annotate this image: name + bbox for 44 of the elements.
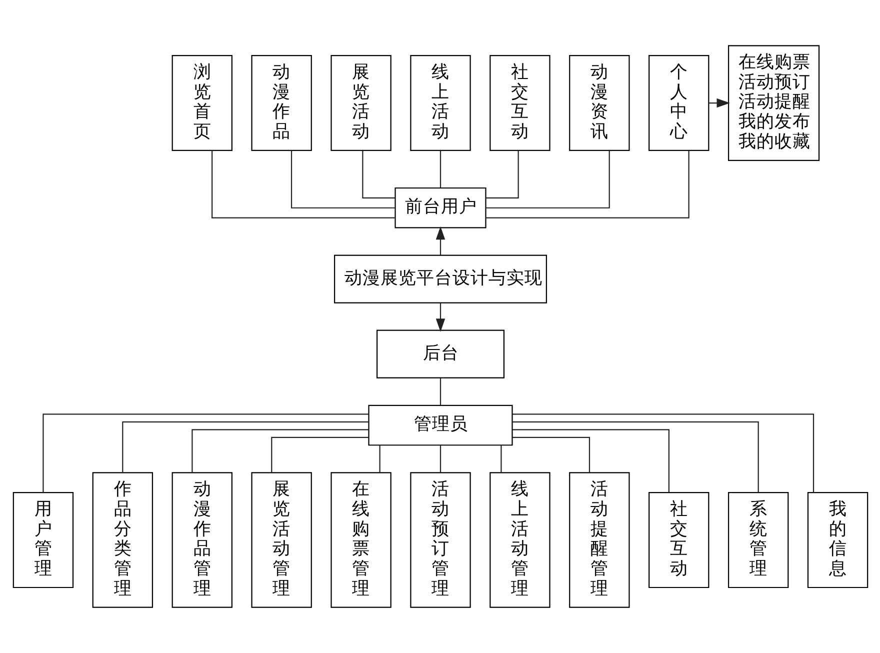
- connector: [485, 150, 518, 198]
- node-box: 作品分类管理: [92, 472, 153, 608]
- node-box: 社交互动: [648, 492, 709, 588]
- connector: [42, 414, 368, 492]
- node-box: 个人中心: [648, 55, 709, 152]
- arrow: [435, 226, 445, 255]
- node-box: 线上活动管理: [489, 472, 550, 608]
- connector: [512, 414, 814, 492]
- connector: [485, 150, 610, 208]
- node-box: 动漫作品: [250, 55, 312, 152]
- node-box: 线上活动: [410, 55, 470, 152]
- node-box: 活动提醒管理: [568, 472, 630, 608]
- node-box: 动漫作品管理: [171, 472, 232, 608]
- node-box: 展览活动管理: [250, 472, 312, 608]
- node-box: 动漫资讯: [568, 55, 630, 152]
- connector: [362, 150, 395, 198]
- connector: [512, 436, 590, 472]
- connector: [500, 445, 502, 472]
- node-box: 社交互动: [489, 55, 550, 152]
- connector: [122, 421, 368, 473]
- node-box: 前台用户: [394, 187, 486, 228]
- node-box: 管理员: [368, 404, 512, 446]
- connector: [439, 378, 441, 405]
- connector: [290, 150, 394, 208]
- node-box: 在线购票管理: [330, 472, 391, 608]
- connector: [439, 445, 441, 472]
- node-box: 展览活动: [330, 55, 391, 152]
- connector: [512, 429, 669, 492]
- connector: [439, 150, 441, 188]
- node-box: 浏览首页: [171, 55, 232, 152]
- node-box: 我的信息: [806, 492, 868, 588]
- node-box: 在线购票 活动预订 活动提醒 我的发布 我的收藏: [727, 45, 820, 161]
- connector: [211, 150, 394, 218]
- node-box: 用户管理: [12, 492, 74, 588]
- node-box: 系统管理: [727, 492, 788, 588]
- node-box: 活动预订管理: [410, 472, 470, 608]
- node-box: 动漫展览平台设计与实现: [334, 254, 546, 304]
- connector: [512, 421, 758, 492]
- connector: [270, 436, 368, 472]
- connector: [485, 150, 689, 218]
- arrow: [435, 302, 445, 332]
- connector: [191, 429, 368, 473]
- connector: [378, 445, 380, 472]
- node-box: 后台: [376, 330, 504, 378]
